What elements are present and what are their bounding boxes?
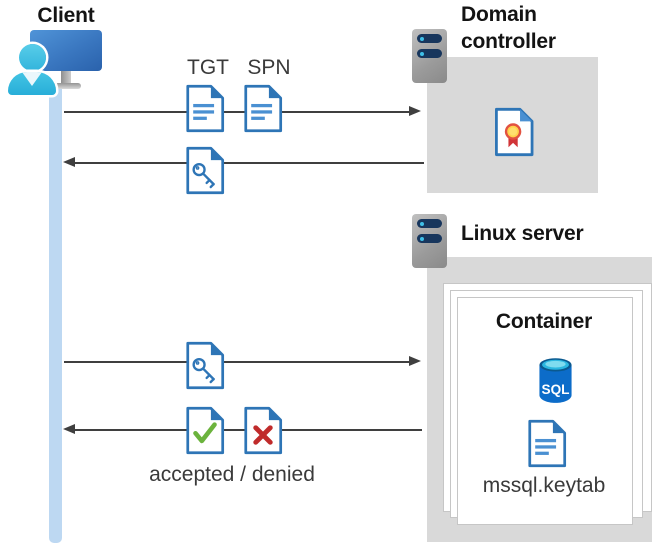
monitor-stand-icon bbox=[61, 70, 71, 84]
arrow-dc-to-client-head-icon bbox=[63, 157, 75, 167]
monitor-base-icon bbox=[50, 83, 81, 89]
client-lifeline bbox=[49, 86, 62, 543]
sql-badge-text: SQL bbox=[541, 382, 569, 397]
arrow-dc-to-client-line bbox=[75, 162, 424, 164]
server-led-icon bbox=[419, 236, 424, 241]
accepted-document-icon bbox=[186, 406, 225, 455]
tgt-label: TGT bbox=[187, 56, 229, 79]
container-label: Container bbox=[495, 310, 593, 333]
user-collar-icon bbox=[22, 72, 42, 86]
accepted-denied-label: accepted / denied bbox=[149, 463, 315, 486]
arrow-client-to-server-head-icon bbox=[409, 356, 421, 366]
arrow-client-to-dc-line bbox=[64, 111, 410, 113]
arrow-client-to-server-line bbox=[64, 361, 410, 363]
keytab-file-icon bbox=[528, 419, 567, 468]
server-icon bbox=[412, 214, 447, 268]
server-led-icon bbox=[419, 51, 424, 56]
certificate-icon bbox=[495, 107, 534, 157]
arrow-client-to-dc-head-icon bbox=[409, 106, 421, 116]
server-led-icon bbox=[419, 36, 424, 41]
linux-server-label: Linux server bbox=[461, 222, 584, 245]
user-body-icon bbox=[8, 72, 56, 95]
domain-controller-label: Domain controller bbox=[461, 3, 556, 53]
service-ticket-icon bbox=[186, 146, 225, 195]
server-led-icon bbox=[419, 221, 424, 226]
container-card bbox=[457, 297, 633, 525]
service-ticket-icon bbox=[186, 341, 225, 390]
sql-database-icon: SQL bbox=[539, 358, 572, 403]
keytab-label: mssql.keytab bbox=[482, 474, 606, 497]
server-icon bbox=[412, 29, 447, 83]
denied-document-icon bbox=[244, 406, 283, 455]
arrow-server-to-client-head-icon bbox=[63, 424, 75, 434]
spn-document-icon bbox=[244, 84, 283, 133]
spn-label: SPN bbox=[247, 56, 291, 79]
tgt-document-icon bbox=[186, 84, 225, 133]
user-head-icon bbox=[19, 44, 46, 71]
client-label: Client bbox=[37, 4, 95, 27]
